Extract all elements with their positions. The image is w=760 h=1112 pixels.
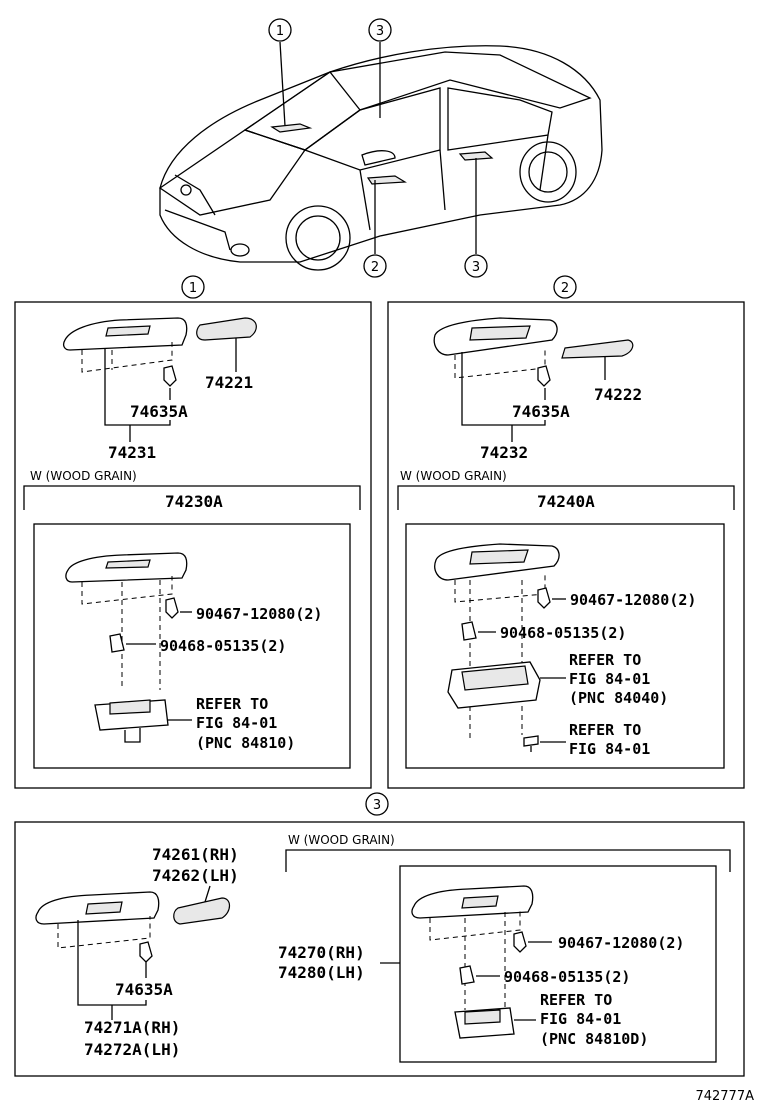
panel-3-clip-b-number: 90468-05135(2) [504,968,630,986]
panel-3-refer-line-2: FIG 84-01 [540,1010,621,1028]
panel-1-assy-number: 74231 [108,443,156,462]
panel-3-variant-lh-number: 74280(LH) [278,963,365,982]
callout-1-circle [268,18,292,42]
panel-2-screw-icon [523,735,539,747]
panel-2-variant-number: 74240A [537,492,595,511]
panel-2-callout-circle [553,275,577,299]
panel-2-variant-box [405,523,725,769]
panel-1-refer-line-3: (PNC 84810) [196,734,295,752]
panel-2-assy-number: 74232 [480,443,528,462]
panel-3-refer-line-3: (PNC 84810D) [540,1030,648,1048]
panel-3-frame [14,821,745,1077]
callout-2-car-label: 2 [371,260,379,275]
panel-3-clip-a-number: 90467-12080(2) [558,934,684,952]
panel-1-cover-number: 74221 [205,373,253,392]
panel-3-callout-circle [365,792,389,816]
panel-1-frame [14,301,372,789]
panel-1-variant-box [33,523,351,769]
panel-3-clip [139,941,153,963]
panel-1-wood-grain-label: W (WOOD GRAIN) [30,469,137,483]
callout-3-top-circle [368,18,392,42]
callout-2-car-circle [363,254,387,278]
panel-3-cover-lh-number: 74262(LH) [152,866,239,885]
panel-3-cover-rh-number: 74261(RH) [152,845,239,864]
panel-1-refer-line-1: REFER TO [196,695,268,713]
panel-1-cover-part [196,317,257,341]
panel-1-callout-circle [181,275,205,299]
panel-1-refer-line-2: FIG 84-01 [196,714,277,732]
panel-2-clip-a-number: 90467-12080(2) [570,591,696,609]
panel-2-refer2-line-1: REFER TO [569,721,641,739]
panel-2-refer-line-1: REFER TO [569,651,641,669]
panel-2-refer-line-2: FIG 84-01 [569,670,650,688]
car-overview-illustration [158,45,603,271]
panel-1-clip-b-number: 90468-05135(2) [160,637,286,655]
panel-3-clip-b-icon [459,965,475,985]
panel-2-clip-number: 74635A [512,402,570,421]
panel-2-callout-label: 2 [561,281,569,296]
panel-1-clip-number: 74635A [130,402,188,421]
panel-2-cover-part [561,339,634,359]
panel-1-callout-label: 1 [189,281,197,296]
panel-3-wood-grain-label: W (WOOD GRAIN) [288,833,395,847]
panel-3-variant-box [399,865,717,1063]
panel-2-refer2-line-2: FIG 84-01 [569,740,650,758]
panel-1-clip-a-number: 90467-12080(2) [196,605,322,623]
panel-3-clip-a-icon [513,931,527,953]
panel-3-refer-line-1: REFER TO [540,991,612,1009]
panel-2-wood-grain-label: W (WOOD GRAIN) [400,469,507,483]
panel-1-clip [163,365,177,387]
panel-1-clip-a-icon [165,597,179,619]
panel-2-clip [537,365,551,387]
panel-3-clip-number: 74635A [115,980,173,999]
panel-1-variant-number: 74230A [165,492,223,511]
panel-2-clip-b-number: 90468-05135(2) [500,624,626,642]
panel-2-cover-number: 74222 [594,385,642,404]
figure-id: 742777A [695,1089,754,1104]
callout-3-top-label: 3 [376,24,384,39]
panel-3-variant-rh-number: 74270(RH) [278,943,365,962]
panel-3-assy-lh-number: 74272A(LH) [84,1040,180,1059]
panel-2-clip-b-icon [461,621,477,641]
panel-1-clip-b-icon [109,633,125,653]
callout-3-car-circle [464,254,488,278]
panel-3-cover-part [173,897,231,925]
panel-3-assy-rh-number: 74271A(RH) [84,1018,180,1037]
panel-3-callout-label: 3 [373,798,381,813]
panel-2-clip-a-icon [537,587,551,609]
panel-2-frame [387,301,745,789]
panel-2-refer-line-3: (PNC 84040) [569,689,668,707]
callout-3-car-label: 3 [472,260,480,275]
callout-1-label: 1 [276,24,284,39]
